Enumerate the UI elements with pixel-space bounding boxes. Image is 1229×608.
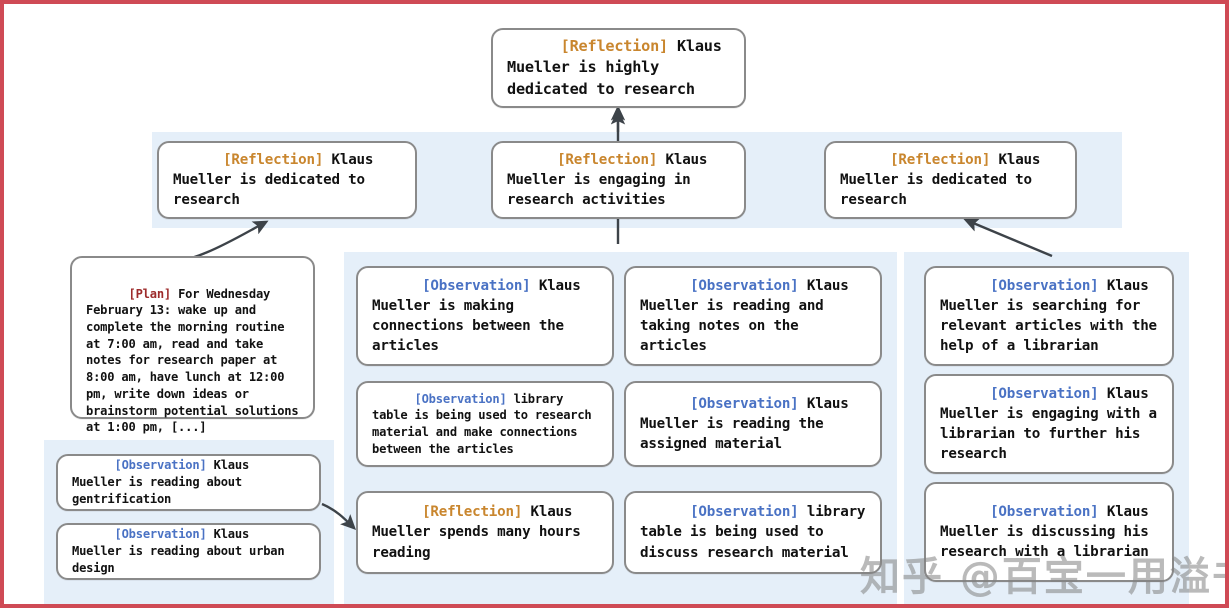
left-observation-node-2-text: [Observation] Klaus Mueller is reading a…: [72, 510, 305, 593]
plan-node-text: [Plan] For Wednesday February 13: wake u…: [86, 269, 299, 453]
column-2-node-3-body: library table is being used to discuss r…: [640, 504, 874, 561]
column-3-node-1-text: [Observation] Klaus Mueller is searching…: [940, 256, 1158, 377]
column-2-node-1-body: Klaus Mueller is reading and taking note…: [640, 277, 857, 355]
reflection-node-3[interactable]: [Reflection] Klaus Mueller is dedicated …: [824, 141, 1077, 219]
reflection-tag: [Reflection]: [223, 151, 324, 168]
column-1-node-3-body: Klaus Mueller spends many hours reading: [372, 504, 589, 561]
column-3-node-1-body: Klaus Mueller is searching for relevant …: [940, 277, 1166, 355]
reflection-node-1-body: Klaus Mueller is dedicated to research: [173, 151, 382, 209]
column-1-node-1[interactable]: [Observation] Klaus Mueller is making co…: [356, 266, 614, 366]
observation-tag: [Observation]: [690, 277, 799, 294]
column-2-node-2-body: Klaus Mueller is reading the assigned ma…: [640, 395, 857, 453]
column-3-node-3-body: Klaus Mueller is discussing his research…: [940, 503, 1157, 561]
reflection-node-3-text: [Reflection] Klaus Mueller is dedicated …: [840, 130, 1061, 231]
column-1-node-3-text: [Reflection] Klaus Mueller spends many h…: [372, 482, 598, 583]
column-2-node-3[interactable]: [Observation] library table is being use…: [624, 491, 882, 574]
left-observation-node-1-body: Klaus Mueller is reading about gentrific…: [72, 458, 257, 506]
column-2-node-3-text: [Observation] library table is being use…: [640, 482, 866, 583]
left-observation-node-2-body: Klaus Mueller is reading about urban des…: [72, 527, 292, 575]
left-observation-node-2[interactable]: [Observation] Klaus Mueller is reading a…: [56, 523, 321, 580]
root-reflection-text: [Reflection] Klaus Mueller is highly ded…: [507, 14, 730, 122]
plan-node-body: For Wednesday February 13: wake up and c…: [86, 286, 306, 435]
reflection-node-2-body: Klaus Mueller is engaging in research ac…: [507, 151, 716, 209]
column-1-node-2-text: [Observation] library table is being use…: [372, 374, 598, 474]
column-2-node-1[interactable]: [Observation] Klaus Mueller is reading a…: [624, 266, 882, 366]
reflection-tag: [Reflection]: [890, 151, 991, 168]
column-3-node-2-text: [Observation] Klaus Mueller is engaging …: [940, 364, 1158, 485]
reflection-tag: [Reflection]: [422, 504, 523, 521]
left-observation-node-1[interactable]: [Observation] Klaus Mueller is reading a…: [56, 454, 321, 511]
observation-tag: [Observation]: [990, 385, 1099, 402]
root-reflection-node[interactable]: [Reflection] Klaus Mueller is highly ded…: [491, 28, 746, 108]
column-3-node-1[interactable]: [Observation] Klaus Mueller is searching…: [924, 266, 1174, 366]
reflection-node-2-text: [Reflection] Klaus Mueller is engaging i…: [507, 130, 730, 231]
observation-tag: [Observation]: [990, 503, 1099, 520]
column-2-node-2[interactable]: [Observation] Klaus Mueller is reading t…: [624, 381, 882, 467]
reflection-node-3-body: Klaus Mueller is dedicated to research: [840, 151, 1049, 209]
column-3-node-3-text: [Observation] Klaus Mueller is discussin…: [940, 482, 1158, 583]
column-2-node-2-text: [Observation] Klaus Mueller is reading t…: [640, 374, 866, 475]
observation-tag: [Observation]: [414, 391, 507, 406]
observation-tag: [Observation]: [690, 395, 799, 412]
root-reflection-body: Klaus Mueller is highly dedicated to res…: [507, 36, 731, 98]
column-1-node-1-body: Klaus Mueller is making connections betw…: [372, 277, 589, 355]
column-1-node-2[interactable]: [Observation] library table is being use…: [356, 381, 614, 467]
column-2-node-1-text: [Observation] Klaus Mueller is reading a…: [640, 256, 866, 377]
observation-tag: [Observation]: [114, 527, 207, 542]
column-3-node-3[interactable]: [Observation] Klaus Mueller is discussin…: [924, 482, 1174, 582]
reflection-node-2[interactable]: [Reflection] Klaus Mueller is engaging i…: [491, 141, 746, 219]
observation-tag: [Observation]: [114, 458, 207, 473]
reflection-node-1-text: [Reflection] Klaus Mueller is dedicated …: [173, 130, 401, 231]
plan-tag: [Plan]: [128, 286, 172, 301]
plan-node[interactable]: [Plan] For Wednesday February 13: wake u…: [70, 256, 315, 434]
column-1-node-2-body: library table is being used to research …: [372, 391, 599, 456]
column-3-node-2-body: Klaus Mueller is engaging with a librari…: [940, 385, 1166, 463]
column-1-node-1-text: [Observation] Klaus Mueller is making co…: [372, 256, 598, 377]
reflection-tag: [Reflection]: [557, 151, 658, 168]
reflection-tag: [Reflection]: [560, 36, 669, 55]
observation-tag: [Observation]: [990, 277, 1099, 294]
left-observation-node-1-text: [Observation] Klaus Mueller is reading a…: [72, 441, 305, 524]
observation-tag: [Observation]: [422, 277, 531, 294]
column-3-node-2[interactable]: [Observation] Klaus Mueller is engaging …: [924, 374, 1174, 474]
reflection-node-1[interactable]: [Reflection] Klaus Mueller is dedicated …: [157, 141, 417, 219]
observation-tag: [Observation]: [690, 504, 799, 521]
column-1-node-3[interactable]: [Reflection] Klaus Mueller spends many h…: [356, 491, 614, 574]
